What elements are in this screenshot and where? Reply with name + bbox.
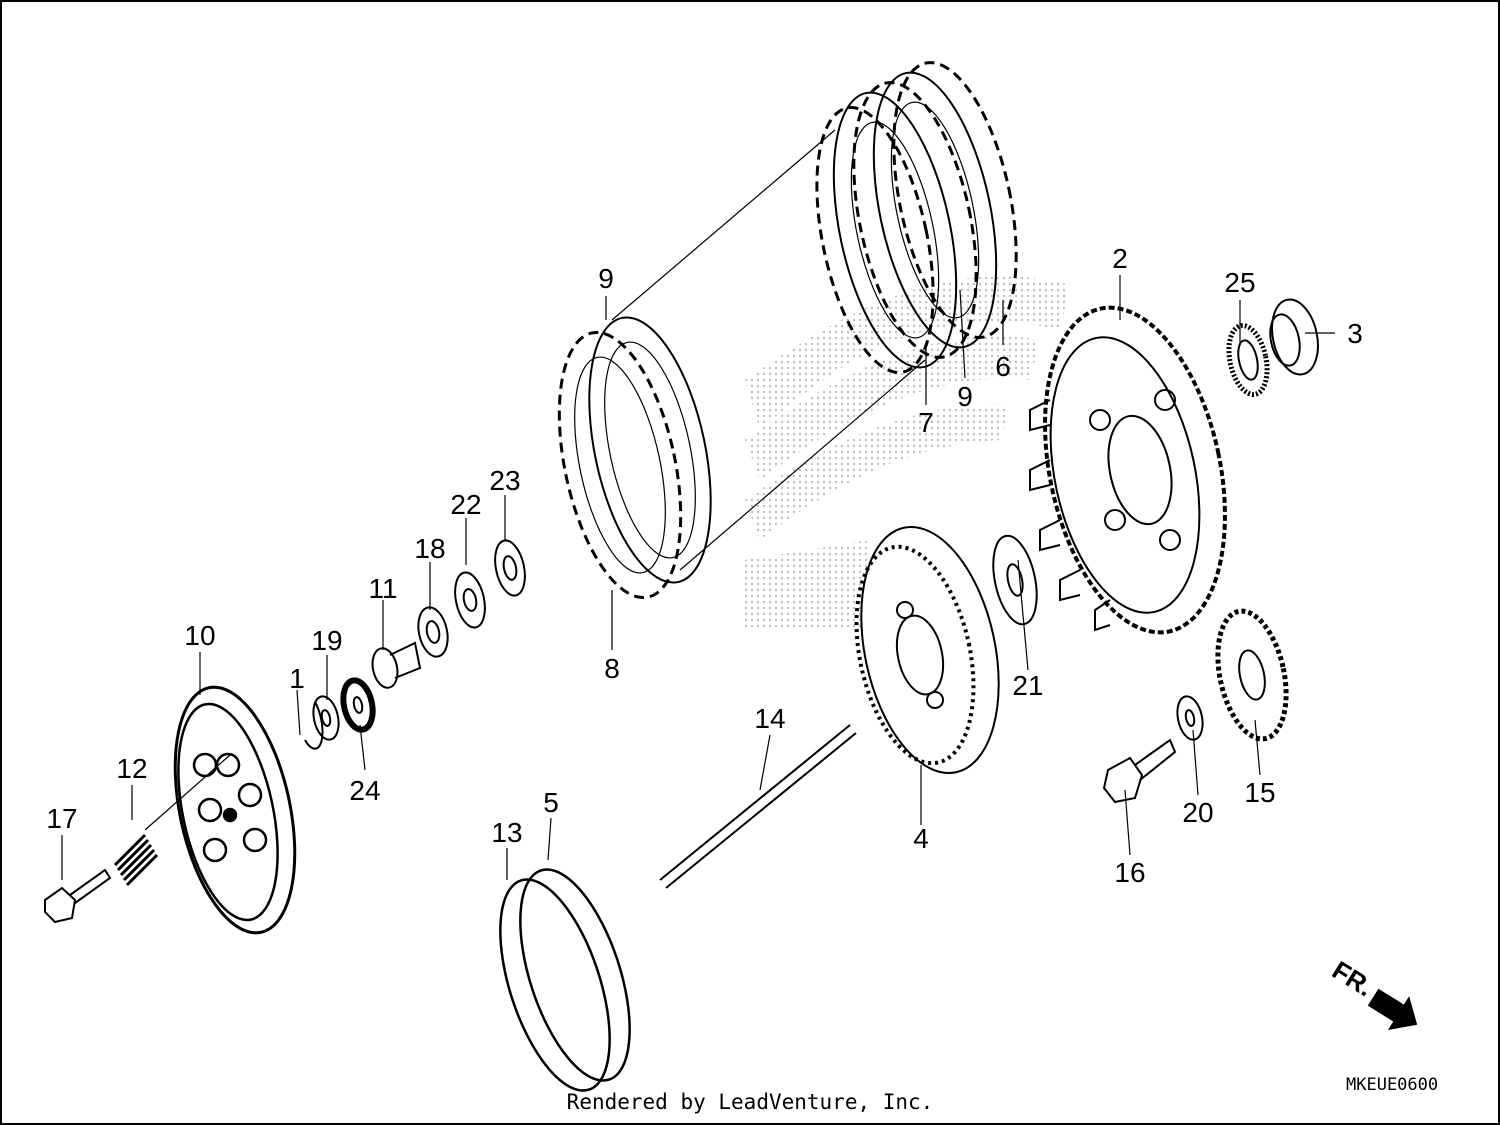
clutch-plate-stack-front (557, 316, 712, 600)
callout-8: 8 (604, 653, 620, 684)
callout-21: 21 (1012, 670, 1043, 701)
callout-1: 1 (289, 663, 305, 694)
callout-23: 23 (489, 465, 520, 496)
clutch-plate-stack-rear (815, 61, 1018, 374)
front-direction-arrow-icon: FR. (1327, 958, 1418, 1031)
washer-19 (312, 695, 340, 741)
callout-2: 2 (1112, 243, 1128, 274)
callout-7: 7 (918, 407, 934, 438)
watermark-wing-logo (745, 276, 1070, 630)
callout-4: 4 (913, 823, 929, 854)
release-bearing (340, 677, 376, 733)
pressure-plate (173, 685, 297, 935)
callout-20: 20 (1182, 797, 1213, 828)
needle-bearing (1226, 323, 1270, 397)
callout-3: 3 (1347, 318, 1363, 349)
callout-25: 25 (1224, 267, 1255, 298)
clutch-center (854, 525, 1000, 775)
callout-14: 14 (754, 703, 785, 734)
lock-nut (417, 606, 449, 658)
rendered-by-credit: Rendered by LeadVenture, Inc. (566, 1090, 934, 1114)
spring-washer (494, 539, 526, 597)
callout-22: 22 (450, 489, 481, 520)
callout-6: 6 (995, 351, 1011, 382)
callout-16: 16 (1114, 857, 1145, 888)
lock-washer (454, 571, 486, 629)
collar (1269, 298, 1319, 376)
callout-10: 10 (184, 620, 215, 651)
thrust-washer (992, 534, 1038, 626)
callout-15: 15 (1244, 777, 1275, 808)
clutch-spring (113, 833, 159, 887)
clutch-outer (1029, 305, 1227, 635)
callout-24: 24 (349, 775, 380, 806)
diagram-code: MKEUE0600 (1346, 1075, 1439, 1095)
callout-19: 19 (311, 625, 342, 656)
direction-label: FR. (1327, 958, 1378, 1002)
spring-bolt (44, 868, 112, 924)
callout-9-front: 9 (598, 263, 614, 294)
flange-bolt (1102, 738, 1177, 804)
snap-ring (304, 701, 324, 750)
callout-18: 18 (414, 533, 445, 564)
callout-11: 11 (368, 573, 397, 604)
clutch-pushrod (659, 724, 857, 889)
callout-labels: 1 2 3 4 5 6 7 8 9 9 10 11 12 13 14 15 16… (46, 243, 1362, 888)
callout-13: 13 (491, 817, 522, 848)
lifter-piece (371, 641, 422, 689)
callout-5: 5 (543, 787, 559, 818)
leader-lines (61, 129, 1335, 880)
callout-9-rear: 9 (957, 381, 973, 412)
plain-washer (1176, 695, 1204, 741)
drive-gear (1215, 608, 1289, 742)
callout-12: 12 (116, 753, 147, 784)
callout-17: 17 (46, 803, 77, 834)
o-ring-pair (499, 868, 631, 1092)
